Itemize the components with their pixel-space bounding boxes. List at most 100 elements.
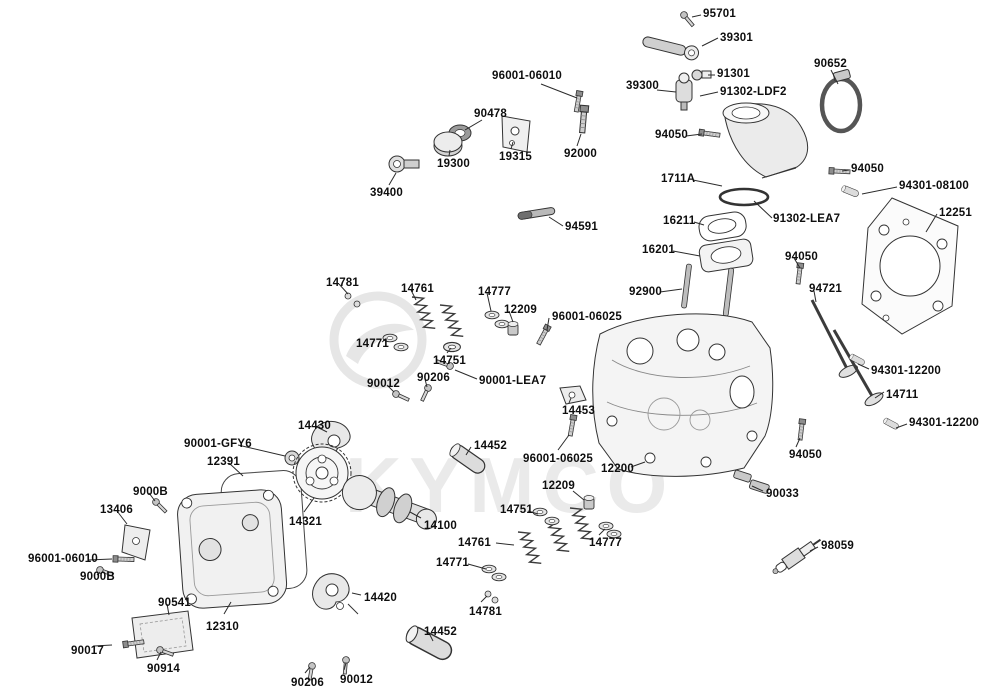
leader-line [467,563,487,570]
leader-line [454,369,478,380]
leader-line [841,169,850,172]
dowel-94301-12200-icon [848,353,866,367]
part-cotters-14781 [484,590,499,604]
leader-line [96,571,101,576]
leader-line [793,257,801,269]
leader-line [685,133,703,137]
leader-line [465,446,472,456]
bolt-94050-icon [828,167,851,176]
leader-line [874,391,885,399]
bolt-90001-LEA7-icon [435,357,455,371]
part-spring-seat-14771 [382,333,409,352]
leader-line [699,91,719,97]
leader-line [598,528,606,536]
leader-line [857,363,870,370]
leader-line [753,200,773,219]
leader-line [156,651,162,661]
part-spring-seat-14751 [443,341,461,353]
leader-line [166,603,170,616]
leader-line [751,485,764,492]
part-joint-39301 [642,36,700,61]
part-cylinder-head-12200 [592,313,774,477]
screw-90012-icon [391,389,411,404]
part-valve-seal-12209 [507,321,519,336]
leader-line [813,290,817,303]
leader-line [576,133,582,147]
bolt-96001-06010-icon [112,555,135,564]
part-pin-94591 [517,207,556,220]
leader-line [351,592,362,596]
part-rocker-arm-14420 [312,573,359,615]
leader-line [428,632,434,642]
bolt-94050-icon [796,418,807,441]
leader-line [630,461,646,468]
leader-line [527,510,539,515]
part-spring-seat-14771 [481,564,507,582]
leader-line [304,666,311,674]
part-camshaft-14100 [341,475,437,530]
part-plate-14453 [559,385,587,405]
dowel-94301-08100-icon [840,184,860,198]
leader-line [830,69,839,85]
part-valve-94721 [801,293,861,382]
part-stud-92900 [681,263,735,317]
leader-line [557,434,570,451]
part-injector-39300 [675,72,693,111]
part-head-gasket-12251 [861,197,959,335]
leader-line [388,172,397,186]
part-valve-cover-12310 [177,489,288,609]
part-cotters-14781 [344,292,361,308]
leader-line [446,347,452,354]
leader-line [116,510,128,525]
stud-92000-icon [577,104,590,134]
leader-line [809,546,819,552]
leader-line [338,283,349,295]
screw-90206-icon [305,661,317,681]
leader-line [795,437,801,448]
part-valve-seal-12209 [583,495,595,510]
leader-line [692,179,723,187]
part-sensor-39400 [388,155,420,173]
leader-line [572,490,585,501]
leader-line [691,14,702,18]
leader-line [223,601,232,615]
leader-line [87,558,113,561]
leader-line [316,426,328,433]
leader-line [895,423,908,429]
bolt-96001-06025-icon [566,414,578,437]
part-oring-91302-LEA7 [718,187,770,207]
part-valve-14711 [823,323,887,410]
leader-line [464,119,483,131]
part-spark-plug-98059 [772,538,822,575]
leader-line [409,511,422,519]
part-insulator-16201 [698,238,754,273]
leader-line [386,384,395,393]
leader-line [93,644,113,647]
leader-lines [87,14,938,674]
leader-line [546,317,550,331]
part-clamp-90652 [819,69,863,134]
leader-line [480,595,488,603]
leader-line [672,250,701,257]
leader-line [508,310,514,323]
leader-line [495,542,515,546]
leader-line [148,492,156,502]
leader-line [568,397,572,404]
leader-line [237,444,286,457]
leader-line [448,149,451,157]
screw-90206-icon [418,383,433,403]
leader-line [548,216,564,227]
part-pin-14452 [403,623,456,664]
leader-line [656,89,677,93]
leader-line [693,221,705,226]
leader-line [303,497,315,513]
part-retainer-14777 [484,310,510,329]
leader-line [510,141,514,150]
leader-line [410,289,417,301]
dowel-94301-12200-icon [882,417,900,431]
part-gasket-16211 [698,211,747,242]
leader-line [701,37,719,47]
leader-line [861,186,898,195]
